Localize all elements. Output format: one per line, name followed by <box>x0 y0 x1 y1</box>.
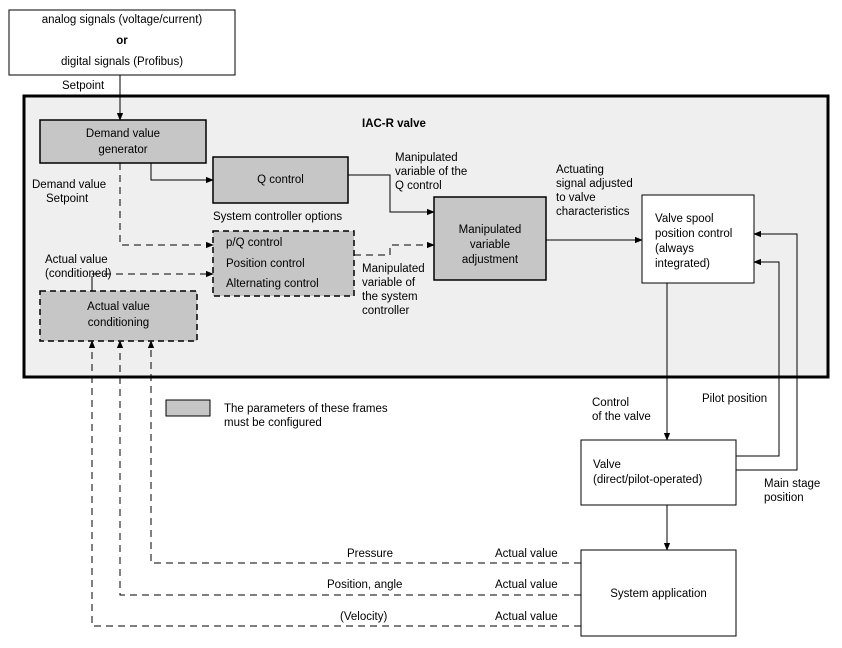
feedback-velocity-label: (Velocity) <box>340 611 388 623</box>
control-valve-line-1: Control <box>592 397 630 409</box>
feedback-position-arrow <box>116 340 581 596</box>
actuating-line-4: characteristics <box>556 206 630 218</box>
spool-line-4: integrated) <box>655 258 710 270</box>
manip-system-line-2: variable of <box>362 277 416 289</box>
system-to-adjustment-arrow <box>354 241 435 256</box>
manip-q-line-3: Q control <box>395 180 442 192</box>
feedback-velocity-arrow <box>88 340 581 627</box>
spool-line-3: (always <box>655 243 694 255</box>
system-application-block <box>580 549 737 637</box>
demand-generator-line-2: generator <box>98 144 148 156</box>
setpoint-label: Setpoint <box>62 80 105 92</box>
option-pq-control: p/Q control <box>226 237 283 249</box>
feedback-pressure-arrow <box>147 340 581 564</box>
actual-value-label: Actual value <box>45 254 108 266</box>
adjustment-line-2: variable <box>469 239 511 251</box>
main-stage-line-1: Main stage <box>764 478 821 490</box>
valve-line-2: (direct/pilot-operated) <box>593 474 703 486</box>
legend-line-1: The parameters of these frames <box>224 403 388 415</box>
conditioning-line-1: Actual value <box>87 301 150 313</box>
conditioned-label: (conditioned) <box>45 268 112 280</box>
input-line-2: or <box>116 35 128 47</box>
input-signals-box <box>8 9 236 76</box>
actuating-line-3: to valve <box>556 192 596 204</box>
q-control-label: Q control <box>257 174 304 186</box>
q-control-block <box>212 156 349 204</box>
setpoint-sub-label: Setpoint <box>46 193 89 205</box>
option-alternating-control: Alternating control <box>226 278 319 290</box>
frame-title: IAC-R valve <box>362 118 426 130</box>
adjustment-line-3: adjustment <box>461 254 519 266</box>
manip-adjustment-block <box>433 196 547 281</box>
manip-system-line-1: Manipulated <box>362 263 425 275</box>
control-valve-line-2: of the valve <box>592 411 651 423</box>
spool-control-block <box>641 194 755 284</box>
feedback-position-label: Position, angle <box>327 579 403 591</box>
input-line-1: analog signals (voltage/current) <box>41 14 203 26</box>
main-stage-line-2: position <box>764 492 804 504</box>
demand-value-label: Demand value <box>32 179 107 191</box>
demand-setpoint-arrow <box>119 163 214 249</box>
q-to-adjustment-arrow <box>348 174 435 216</box>
legend-swatch <box>165 399 211 417</box>
feedback-pressure-label: Pressure <box>347 548 394 560</box>
valve-block <box>580 439 737 506</box>
conditioning-line-2: conditioning <box>87 317 150 329</box>
actuating-line-2: signal adjusted <box>556 178 633 190</box>
feedback-velocity-value: Actual value <box>495 611 558 623</box>
option-position-control: Position control <box>226 258 305 270</box>
pilot-position-arrow <box>736 258 780 457</box>
manip-q-line-2: variable of the <box>395 166 468 178</box>
input-line-3: digital signals (Profibus) <box>60 56 184 68</box>
valve-line-1: Valve <box>593 459 621 471</box>
system-options-title: System controller options <box>213 211 343 223</box>
demand-generator-line-1: Demand value <box>85 128 161 140</box>
legend-line-2: must be configured <box>224 417 322 429</box>
feedback-position-value: Actual value <box>495 579 558 591</box>
spool-line-2: position control <box>655 228 733 240</box>
actuating-line-1: Actuating <box>556 164 604 176</box>
manip-q-line-1: Manipulated <box>395 152 458 164</box>
manip-system-line-3: the system <box>362 291 418 303</box>
manip-system-line-4: controller <box>362 305 410 317</box>
system-application-label: System application <box>610 588 707 600</box>
feedback-pressure-value: Actual value <box>495 548 558 560</box>
spool-line-1: Valve spool <box>655 213 714 225</box>
generator-to-q-arrow <box>150 163 214 184</box>
pilot-position-label: Pilot position <box>702 393 768 405</box>
adjustment-line-1: Manipulated <box>458 224 522 236</box>
main-stage-position-arrow <box>736 230 798 471</box>
system-options-block <box>212 230 355 297</box>
